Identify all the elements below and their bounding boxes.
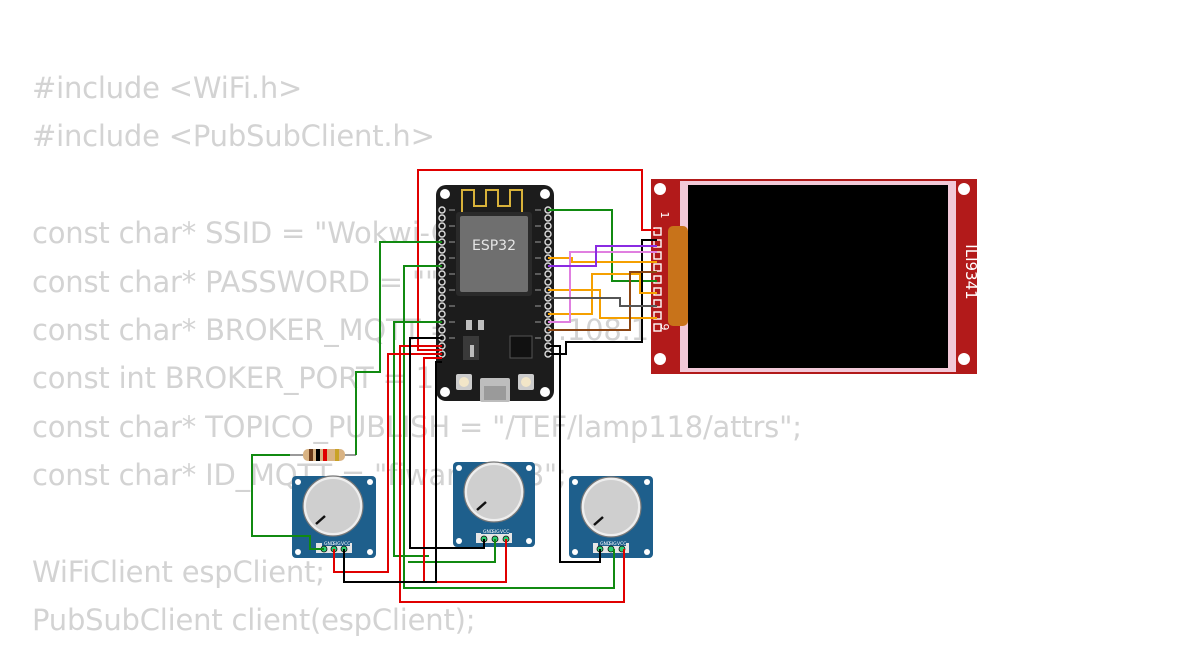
- pot-pin-vcc: VCC: [617, 541, 626, 547]
- wire-purple: [548, 245, 657, 267]
- wire-red: [417, 169, 657, 351]
- potentiometer[interactable]: GND SIG VCC: [292, 475, 376, 558]
- wire-brown: [548, 271, 657, 331]
- wire-red: [333, 353, 442, 573]
- pot-pin-gnd: GND: [600, 541, 611, 547]
- wire-gray: [548, 297, 657, 307]
- knob-pointer: [315, 515, 326, 525]
- circuit-diagram: ESP32: [251, 169, 980, 603]
- esp32-board[interactable]: ESP32: [436, 185, 554, 402]
- wire-black: [548, 345, 601, 563]
- wire-black: [548, 239, 657, 355]
- tft-display[interactable]: 1 9 ILI9341: [651, 179, 980, 374]
- pot-pin-sig: SIG: [333, 541, 341, 547]
- tft-screen: [688, 185, 948, 368]
- pot-pin-sig: SIG: [609, 541, 617, 547]
- pot-pin-gnd: GND: [324, 541, 335, 547]
- code-line: #include <WiFi.h>: [32, 71, 303, 105]
- wire-black: [409, 337, 485, 549]
- tft-label: ILI9341: [962, 244, 980, 299]
- wire-green: [393, 321, 442, 557]
- esp32-label: ESP32: [472, 238, 516, 254]
- tft-pin-last-label: 9: [658, 324, 671, 331]
- wire-green: [355, 241, 442, 455]
- knob-pointer: [593, 516, 604, 526]
- esp32-silkscreen: [449, 209, 541, 339]
- wire-orange: [548, 289, 657, 319]
- potentiometer[interactable]: GND SIG VCC: [569, 476, 653, 558]
- antenna-trace: [461, 189, 523, 212]
- wire-green: [403, 265, 615, 589]
- code-line: const char* PASSWORD = "";: [32, 264, 448, 299]
- pot-pin-sig: SIG: [492, 529, 500, 535]
- code-line: const char* TOPICO_PUBLISH = "/TEF/lamp1…: [32, 409, 802, 444]
- wires: [251, 169, 657, 603]
- knob-pointer: [476, 501, 487, 511]
- wire-orange: [548, 257, 657, 263]
- esp32-right-pins: [544, 206, 552, 358]
- code-line: WiFiClient espClient;: [32, 554, 325, 589]
- wire-orange: [548, 273, 657, 315]
- pot-pin-vcc: VCC: [341, 541, 350, 547]
- resistor[interactable]: [290, 449, 356, 461]
- esp32-shield: [460, 216, 528, 292]
- wire-pink: [548, 251, 657, 323]
- tft-pin-first-label: 1: [658, 212, 671, 219]
- code-editor-background: #include <WiFi.h> #include <PubSubClient…: [32, 66, 802, 647]
- wire-red: [399, 345, 625, 603]
- usb-chip: [509, 335, 533, 359]
- wire-black: [343, 361, 442, 583]
- potentiometer[interactable]: GND SIG VCC: [453, 461, 535, 547]
- tft-pins: [653, 227, 662, 332]
- pot-pin-vcc: VCC: [500, 529, 509, 535]
- tft-ribbon: [668, 226, 688, 326]
- pot-pin-gnd: GND: [483, 529, 494, 535]
- code-line: #include <PubSubClient.h>: [32, 119, 435, 154]
- wire-green: [251, 454, 324, 550]
